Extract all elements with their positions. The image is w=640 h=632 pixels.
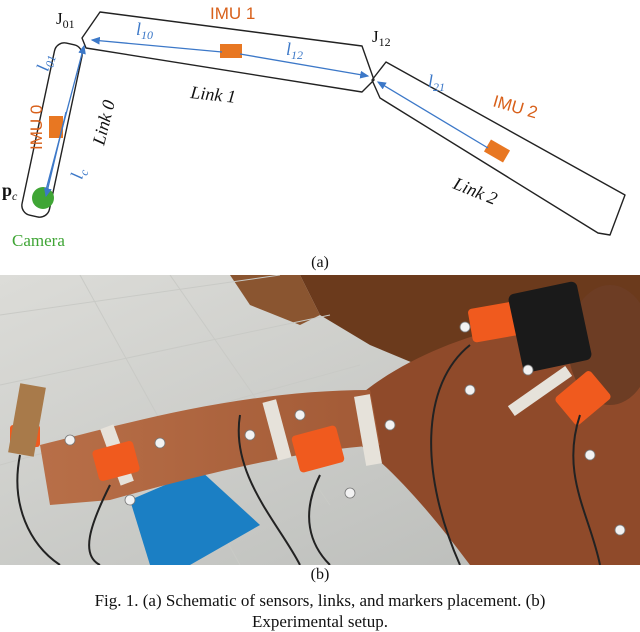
joint-j12-label: J12 bbox=[372, 27, 391, 49]
vector-l10 bbox=[90, 36, 223, 53]
figure-caption: Fig. 1. (a) Schematic of sensors, links,… bbox=[20, 590, 620, 632]
caption-line-2: Experimental setup. bbox=[252, 612, 388, 631]
link-1-outline bbox=[81, 11, 375, 93]
imu-0-label: IMU 0 bbox=[27, 105, 46, 150]
link-0-outline bbox=[21, 42, 83, 218]
caption-line-1: Fig. 1. (a) Schematic of sensors, links,… bbox=[94, 591, 546, 610]
experimental-setup-photo bbox=[0, 275, 640, 565]
joint-j01-label: J01 bbox=[56, 9, 75, 31]
vector-l12 bbox=[239, 53, 370, 79]
imu-1-box bbox=[220, 44, 242, 58]
length-l21-label: l21 bbox=[428, 71, 445, 94]
subfigure-b-label: (b) bbox=[310, 566, 330, 583]
subfigure-a-label: (a) bbox=[311, 254, 329, 271]
length-lc-label: lc bbox=[66, 165, 91, 181]
link-1-label: Link 1 bbox=[189, 82, 237, 107]
link-0-label: Link 0 bbox=[88, 98, 119, 148]
vector-l21 bbox=[376, 81, 489, 149]
imu-0-box bbox=[49, 116, 63, 138]
camera-dot bbox=[32, 187, 54, 209]
length-l10-label: l10 bbox=[136, 19, 153, 42]
schematic-diagram: J01 J12 IMU 1 IMU 2 IMU 0 Link 1 Link 2 … bbox=[2, 4, 626, 250]
camera-label: Camera bbox=[12, 231, 65, 250]
camera-point-label: pc bbox=[2, 180, 18, 203]
length-l01-label: l01 bbox=[32, 52, 58, 74]
vector-lc bbox=[44, 111, 67, 198]
imu-2-label: IMU 2 bbox=[491, 92, 540, 123]
length-l12-label: l12 bbox=[286, 39, 303, 62]
imu-1-label: IMU 1 bbox=[210, 4, 255, 23]
imu-2-box bbox=[483, 139, 511, 163]
link-2-outline bbox=[371, 61, 626, 236]
link-2-label: Link 2 bbox=[450, 173, 501, 209]
